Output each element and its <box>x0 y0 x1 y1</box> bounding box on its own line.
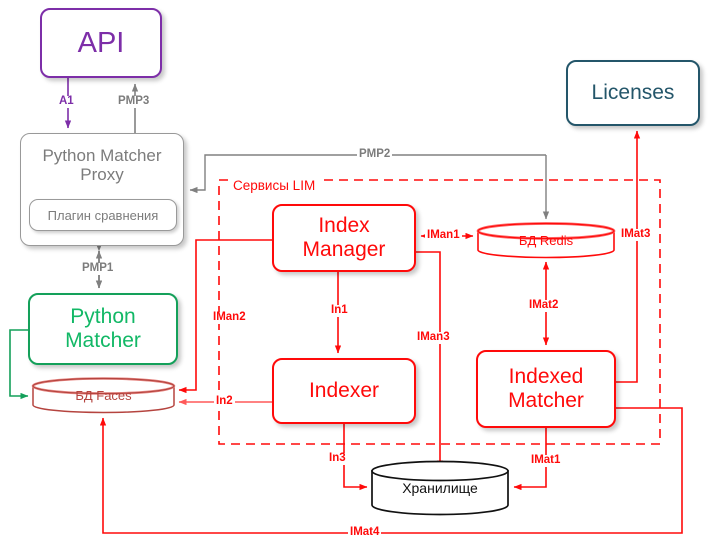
edge-iman2 <box>178 239 272 394</box>
edge-label-in2: In2 <box>214 395 235 408</box>
node-indexer-label: Indexer <box>308 379 380 403</box>
node-proxy-label-line1: Python Matcher <box>42 146 162 165</box>
node-storage-label: Хранилище <box>402 480 478 496</box>
edge-label-in3: In3 <box>327 452 348 465</box>
node-db-redis[interactable]: БД Redis <box>478 224 614 257</box>
lim-group-label: Сервисы LIM <box>230 178 319 193</box>
db-redis-shape <box>476 222 616 259</box>
node-db-faces-label: БД Faces <box>75 388 132 403</box>
edge-label-imat3: IMat3 <box>619 228 653 241</box>
node-index-manager-label-line1: Index <box>318 214 370 238</box>
db-faces-shape <box>31 377 176 414</box>
storage-shape <box>371 460 509 516</box>
node-licenses[interactable]: Licenses <box>566 60 700 126</box>
edge-pymatcher-faces <box>9 329 29 400</box>
edge-imat4 <box>99 407 683 534</box>
node-storage[interactable]: Хранилище <box>372 462 508 514</box>
edge-label-imat1: IMat1 <box>529 454 563 467</box>
node-api[interactable]: API <box>40 8 162 78</box>
edge-label-imat4: IMat4 <box>348 526 382 539</box>
edge-label-pmp2: PMP2 <box>357 148 393 161</box>
node-indexed-matcher[interactable]: Indexed Matcher <box>476 350 616 428</box>
edge-label-in1: In1 <box>329 304 350 317</box>
edge-imat1 <box>513 428 547 491</box>
edge-label-pmp1: PMP1 <box>80 262 116 275</box>
node-python-matcher-label-line2: Matcher <box>65 329 141 352</box>
edge-label-iman1: IMan1 <box>425 229 462 242</box>
edge-label-a1: A1 <box>57 95 76 108</box>
edge-label-iman2: IMan2 <box>211 311 248 324</box>
edge-label-iman3: IMan3 <box>415 331 452 344</box>
node-api-label: API <box>77 26 125 59</box>
node-python-matcher-label-line1: Python <box>70 305 136 329</box>
edge-label-imat2: IMat2 <box>527 299 561 312</box>
node-db-faces[interactable]: БД Faces <box>33 379 174 412</box>
node-comparison-plugin[interactable]: Плагин сравнения <box>29 199 177 231</box>
edge-in3 <box>343 424 368 491</box>
node-licenses-label: Licenses <box>591 81 675 105</box>
node-python-matcher[interactable]: Python Matcher <box>28 293 178 365</box>
edge-label-pmp3: PMP3 <box>116 95 152 108</box>
node-indexer[interactable]: Indexer <box>272 358 416 424</box>
edge-imat3 <box>616 130 641 383</box>
node-plugin-label: Плагин сравнения <box>47 207 159 223</box>
edge-iman3 <box>416 251 444 469</box>
node-index-manager[interactable]: Index Manager <box>272 204 416 272</box>
node-db-redis-label: БД Redis <box>518 233 574 248</box>
node-indexed-matcher-label-line2: Matcher <box>508 389 584 412</box>
node-indexed-matcher-label-line1: Indexed <box>508 365 584 389</box>
node-index-manager-label-line2: Manager <box>302 238 386 261</box>
node-proxy-label-line2: Proxy <box>80 165 124 185</box>
